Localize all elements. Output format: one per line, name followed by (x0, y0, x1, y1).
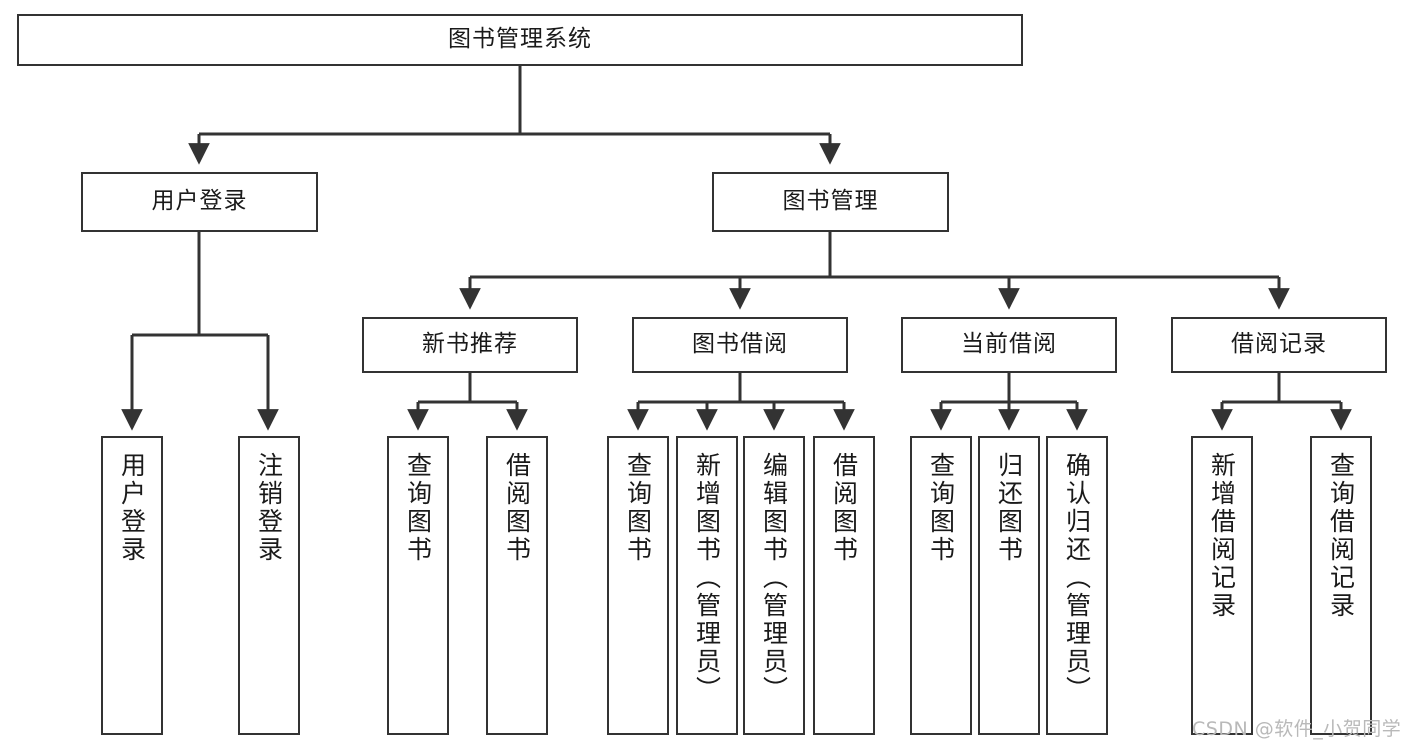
node-label: 查询图书 (403, 452, 433, 564)
node-label: 查询借阅记录 (1326, 452, 1356, 620)
leaf-edit-book-admin[interactable]: 编辑图书（管理员） (743, 436, 805, 735)
node-label: 归还图书 (994, 452, 1024, 564)
node-label: 新书推荐 (422, 331, 518, 358)
node-label: 图书管理系统 (448, 26, 592, 53)
leaf-query-book-recommend[interactable]: 查询图书 (387, 436, 449, 735)
node-label: 新增借阅记录 (1207, 452, 1237, 620)
leaf-borrow-book-recommend[interactable]: 借阅图书 (486, 436, 548, 735)
csdn-watermark: CSDN @软件_小贺同学 (1192, 718, 1402, 740)
leaf-query-book-current[interactable]: 查询图书 (910, 436, 972, 735)
node-label: 当前借阅 (961, 331, 1057, 358)
node-label: 用户登录 (151, 188, 248, 215)
leaf-add-borrow-record[interactable]: 新增借阅记录 (1191, 436, 1253, 735)
node-label: 确认归还（管理员） (1062, 452, 1092, 704)
leaf-query-borrow-record[interactable]: 查询借阅记录 (1310, 436, 1372, 735)
leaf-logout-login[interactable]: 注销登录 (238, 436, 300, 735)
node-label: 用户登录 (117, 452, 147, 564)
node-label: 新增图书（管理员） (692, 452, 722, 704)
node-label: 借阅图书 (502, 452, 532, 564)
node-borrow-record[interactable]: 借阅记录 (1171, 317, 1387, 373)
node-book-management[interactable]: 图书管理 (712, 172, 949, 232)
node-label: 注销登录 (254, 452, 284, 564)
node-label: 借阅记录 (1231, 331, 1327, 358)
node-label: 编辑图书（管理员） (759, 452, 789, 704)
leaf-add-book-admin[interactable]: 新增图书（管理员） (676, 436, 738, 735)
node-label: 查询图书 (926, 452, 956, 564)
leaf-confirm-return-admin[interactable]: 确认归还（管理员） (1046, 436, 1108, 735)
leaf-query-book-borrow[interactable]: 查询图书 (607, 436, 669, 735)
node-new-book-recommend[interactable]: 新书推荐 (362, 317, 578, 373)
leaf-return-book[interactable]: 归还图书 (978, 436, 1040, 735)
node-label: 查询图书 (623, 452, 653, 564)
node-root-book-management-system[interactable]: 图书管理系统 (17, 14, 1023, 66)
node-user-login[interactable]: 用户登录 (81, 172, 318, 232)
leaf-user-login[interactable]: 用户登录 (101, 436, 163, 735)
leaf-borrow-book[interactable]: 借阅图书 (813, 436, 875, 735)
node-label: 借阅图书 (829, 452, 859, 564)
node-current-borrow[interactable]: 当前借阅 (901, 317, 1117, 373)
node-label: 图书管理 (782, 188, 879, 215)
node-label: 图书借阅 (692, 331, 788, 358)
node-book-borrow[interactable]: 图书借阅 (632, 317, 848, 373)
